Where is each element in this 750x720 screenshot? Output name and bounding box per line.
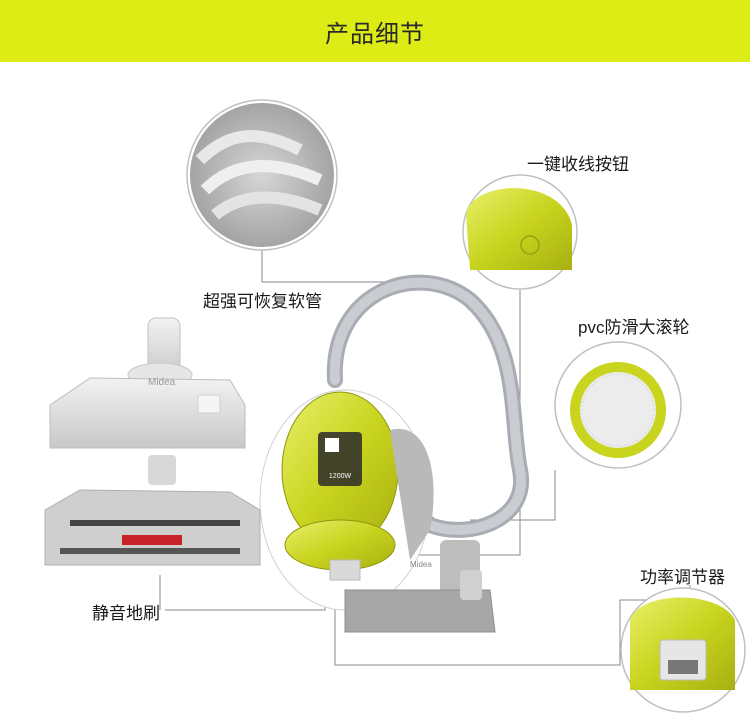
label-wheel: pvc防滑大滚轮	[578, 318, 690, 337]
power-regulator-detail-circle	[620, 587, 746, 713]
svg-text:1200W: 1200W	[329, 473, 352, 480]
label-hose: 超强可恢复软管	[203, 292, 322, 311]
label-cord-button: 一键收线按钮	[527, 155, 629, 174]
svg-text:Midea: Midea	[410, 560, 432, 569]
vacuum-body: 1200W Midea	[259, 389, 434, 611]
floor-brush-top: Midea	[49, 317, 246, 449]
header-banner: 产品细节	[0, 0, 750, 62]
attached-floor-brush	[344, 540, 496, 633]
svg-text:Midea: Midea	[148, 377, 176, 388]
label-brush: 静音地刷	[92, 604, 160, 623]
label-power-regulator: 功率调节器	[640, 568, 725, 587]
cord-button-detail-circle	[462, 174, 578, 290]
hose-leader	[261, 245, 385, 283]
hose-detail-circle	[186, 99, 338, 251]
wheel-detail-circle	[554, 341, 682, 469]
floor-brush-bottom	[44, 455, 261, 566]
banner-title: 产品细节	[325, 20, 425, 48]
